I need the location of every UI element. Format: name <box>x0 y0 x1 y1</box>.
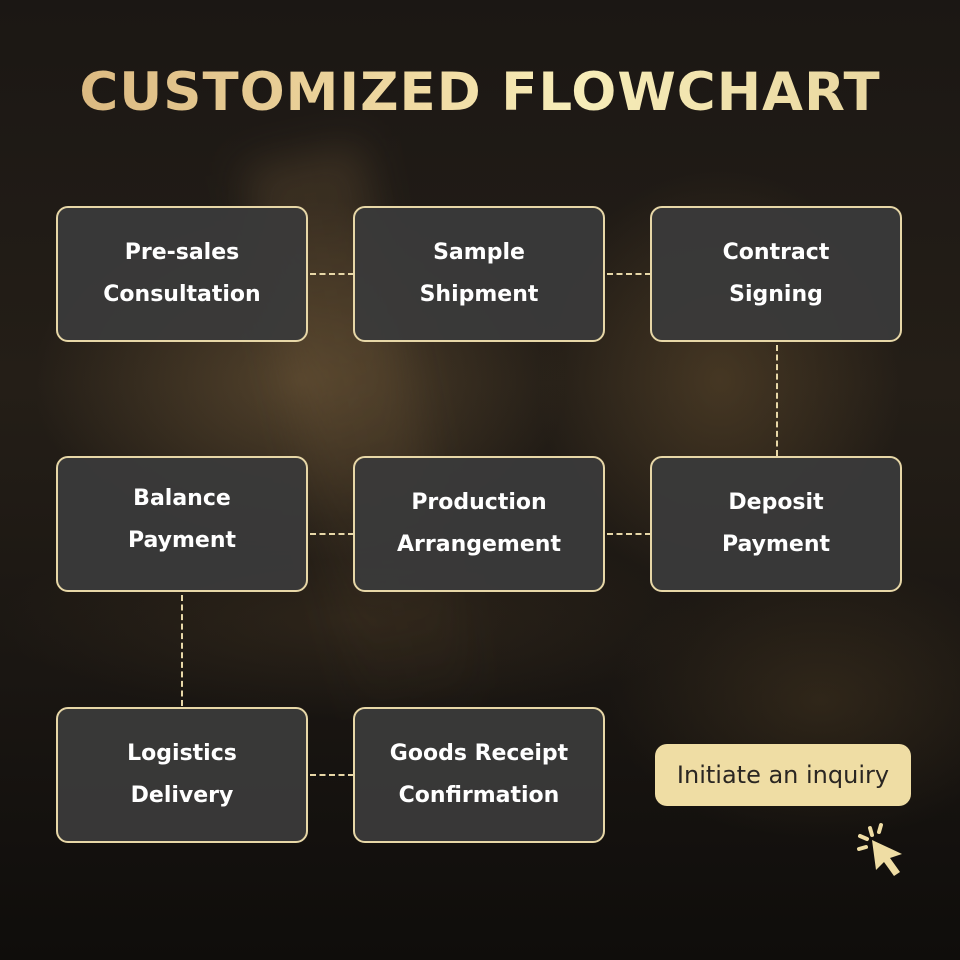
step-label: Goods Receipt Confirmation <box>389 741 569 808</box>
step-label: Balance Payment <box>127 486 237 553</box>
step-deposit-payment: Deposit Payment <box>650 456 902 592</box>
connector-contract-deposit <box>776 345 778 456</box>
step-label: Deposit Payment <box>721 490 831 557</box>
step-label: Production Arrangement <box>397 490 561 557</box>
connector-balance-logistics <box>181 595 183 706</box>
page-title: CUSTOMIZED FLOWCHART <box>0 62 960 123</box>
step-presales-consultation: Pre-sales Consultation <box>56 206 308 342</box>
step-label: Contract Signing <box>722 240 830 307</box>
connector-presales-sample <box>310 273 354 275</box>
connector-deposit-production <box>607 533 651 535</box>
connector-production-balance <box>310 533 354 535</box>
connector-sample-contract <box>607 273 651 275</box>
step-sample-shipment: Sample Shipment <box>353 206 605 342</box>
step-contract-signing: Contract Signing <box>650 206 902 342</box>
step-goods-receipt-confirmation: Goods Receipt Confirmation <box>353 707 605 843</box>
step-label: Sample Shipment <box>419 240 539 307</box>
initiate-inquiry-button[interactable]: Initiate an inquiry <box>655 744 911 806</box>
step-label: Pre-sales Consultation <box>103 240 261 307</box>
step-label: Logistics Delivery <box>127 741 237 808</box>
connector-logistics-receipt <box>310 774 354 776</box>
step-balance-payment: Balance Payment <box>56 456 308 592</box>
pointer-click-icon <box>857 823 902 876</box>
step-production-arrangement: Production Arrangement <box>353 456 605 592</box>
step-logistics-delivery: Logistics Delivery <box>56 707 308 843</box>
